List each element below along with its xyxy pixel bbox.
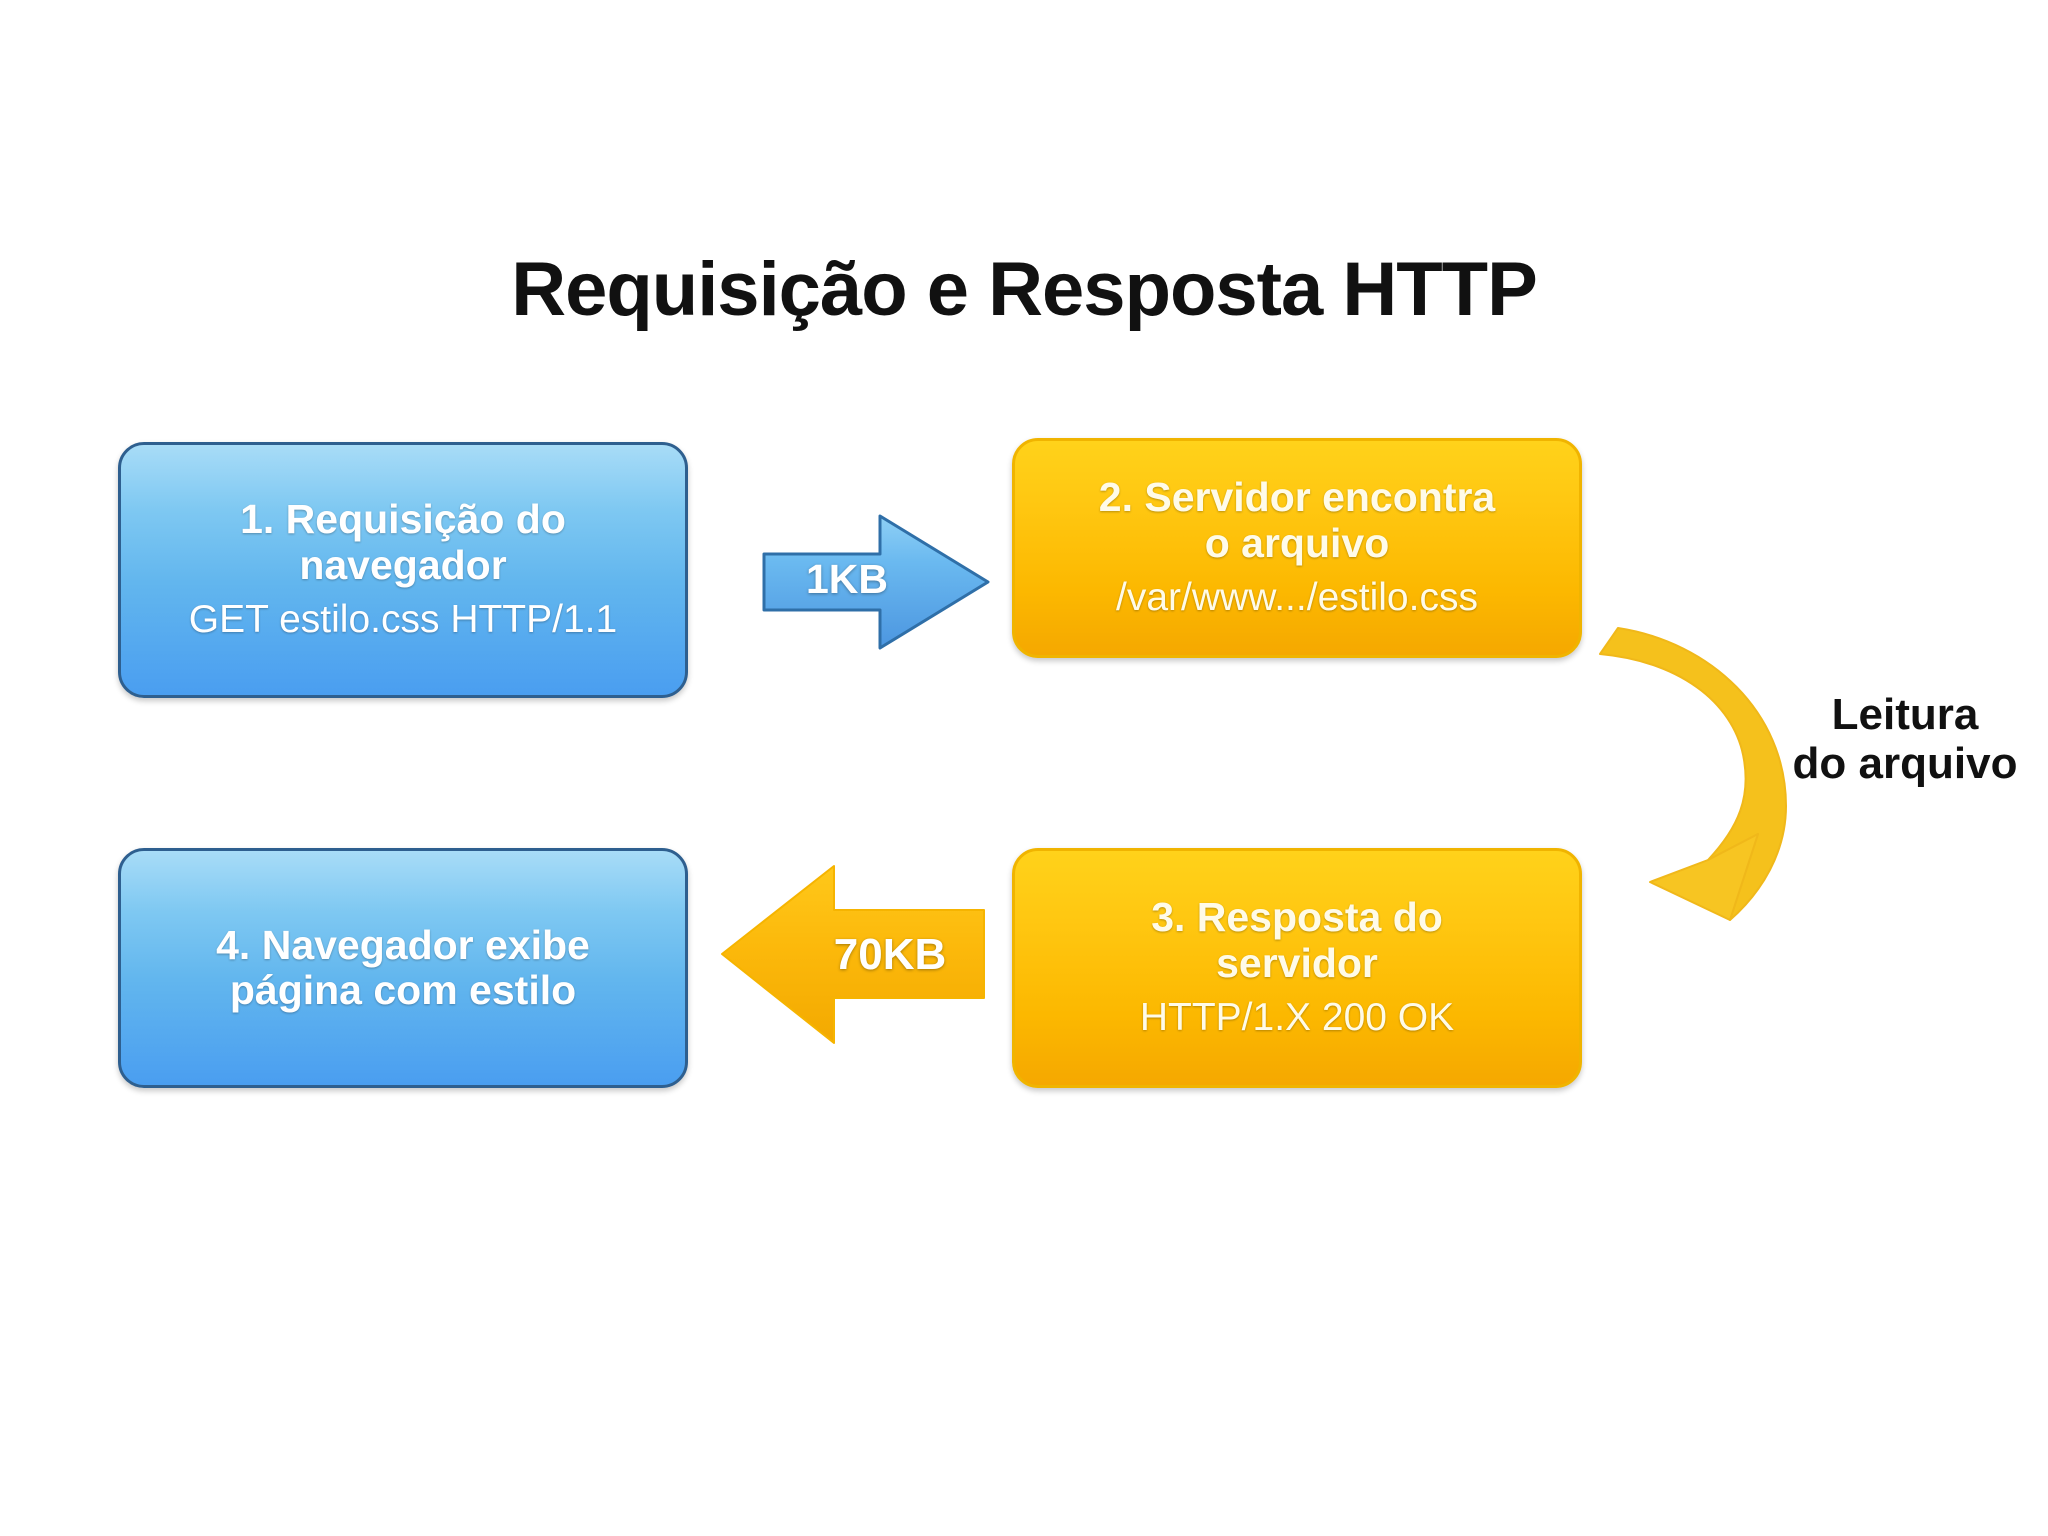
arrow-response-label: 70KB (833, 930, 947, 979)
arrow-request-label: 1KB (805, 556, 889, 602)
step-1-title-line-1: 1. Requisição do (240, 496, 566, 543)
step-1-title-line-2: navegador (299, 541, 507, 588)
process-box-step-4: 4. Navegador exibe página com estilo (118, 848, 688, 1088)
arrow-response-70kb: 70KB (718, 862, 988, 1047)
step-4-title-line-1: 4. Navegador exibe (216, 921, 590, 968)
step-3-title-line-2: servidor (1216, 939, 1378, 986)
step-2-detail: /var/www.../estilo.css (1116, 575, 1478, 619)
step-1-detail: GET estilo.css HTTP/1.1 (188, 597, 618, 641)
step-3-detail: HTTP/1.X 200 OK (1139, 995, 1455, 1039)
step-3-title-line-1: 3. Resposta do (1151, 894, 1443, 941)
caption-read-file-line-1: Leitura (1831, 690, 1979, 739)
arrow-right-icon (762, 514, 990, 650)
arrow-read-file-curved (1590, 620, 1840, 940)
arrow-left-icon (721, 865, 985, 1044)
process-box-step-3: 3. Resposta do servidor HTTP/1.X 200 OK (1012, 848, 1582, 1088)
caption-read-file: Leitura do arquivo (1760, 690, 2048, 789)
caption-read-file-line-2: do arquivo (1792, 739, 2018, 789)
step-2-title-line-1: 2. Servidor encontra (1098, 474, 1496, 521)
curved-arrow-down-icon (1599, 627, 1787, 921)
process-box-step-2: 2. Servidor encontra o arquivo /var/www.… (1012, 438, 1582, 658)
step-4-title-line-2: página com estilo (229, 967, 577, 1013)
step-2-title-line-2: o arquivo (1204, 519, 1390, 566)
arrow-request-1kb: 1KB (762, 512, 992, 652)
page-title: Requisição e Resposta HTTP (511, 247, 1538, 332)
process-box-step-1: 1. Requisição do navegador GET estilo.cs… (118, 442, 688, 698)
